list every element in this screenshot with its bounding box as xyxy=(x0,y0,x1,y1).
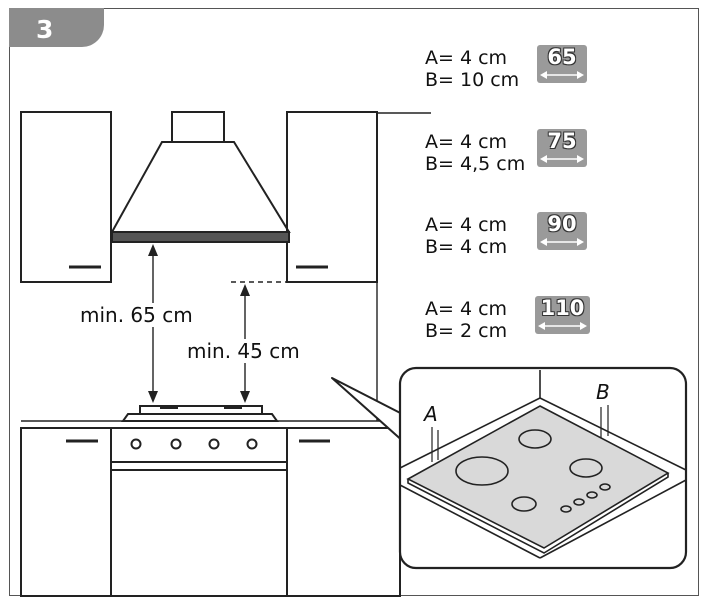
hood-filter xyxy=(111,231,290,243)
step-number: 3 xyxy=(36,15,54,44)
width-badge-110: 110 xyxy=(535,296,590,334)
width-arrow-icon xyxy=(538,322,587,330)
width-value: 75 xyxy=(547,129,577,153)
left-wall-cabinet xyxy=(20,111,112,283)
width-value: 110 xyxy=(540,296,585,320)
width-badge-90: 90 xyxy=(537,212,587,250)
spec-75: A= 4 cm B= 4,5 cm xyxy=(425,131,525,175)
width-arrow-icon xyxy=(540,71,584,79)
spec-b: B= 4 cm xyxy=(425,236,508,258)
hob xyxy=(121,413,279,422)
right-base-cabinet xyxy=(286,427,401,597)
gap-a-label: A xyxy=(424,402,438,426)
spec-b: B= 4,5 cm xyxy=(425,153,526,175)
left-base-cabinet xyxy=(20,427,112,597)
oven-cabinet xyxy=(110,427,288,597)
spec-a: A= 4 cm xyxy=(425,298,508,320)
width-arrow-icon xyxy=(540,155,584,163)
step-badge xyxy=(9,8,104,47)
width-arrow-icon xyxy=(540,238,584,246)
gap-b-label: B xyxy=(596,380,610,404)
hood-canopy xyxy=(110,141,291,233)
cooktop-detail xyxy=(406,405,670,549)
spec-a: A= 4 cm xyxy=(425,214,508,236)
width-value: 90 xyxy=(547,212,577,236)
hood-chimney xyxy=(171,111,225,143)
hood-clearance-label: min. 65 cm xyxy=(78,303,195,327)
right-wall-cabinet xyxy=(286,111,378,283)
spec-110: A= 4 cm B= 2 cm xyxy=(425,298,507,342)
spec-b: B= 10 cm xyxy=(425,69,520,91)
spec-a: A= 4 cm xyxy=(425,131,508,153)
spec-a: A= 4 cm xyxy=(425,47,508,69)
width-value: 65 xyxy=(547,45,577,69)
cabinet-clearance-label: min. 45 cm xyxy=(185,339,302,363)
width-badge-75: 75 xyxy=(537,129,587,167)
width-badge-65: 65 xyxy=(537,45,587,83)
spec-65: A= 4 cm B= 10 cm xyxy=(425,47,519,91)
spec-90: A= 4 cm B= 4 cm xyxy=(425,214,507,258)
spec-b: B= 2 cm xyxy=(425,320,508,342)
